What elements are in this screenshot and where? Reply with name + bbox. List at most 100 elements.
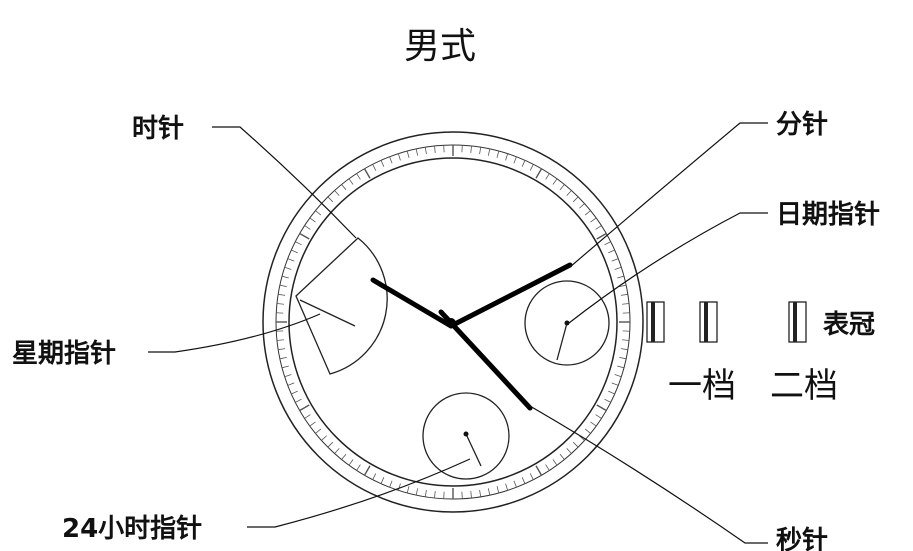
bezel-tick: [327, 441, 334, 448]
bezel-tick: [380, 477, 385, 484]
bezel-tick: [590, 217, 597, 223]
label-crown: 表冠: [823, 310, 875, 340]
bezel-tick: [529, 164, 534, 171]
bezel-tick: [596, 404, 607, 412]
bezel-tick: [389, 156, 393, 164]
date-subdial-pointer: [556, 322, 568, 361]
bezel-tick: [304, 414, 311, 419]
bezel-tick: [315, 428, 322, 434]
bezel-tick: [415, 488, 419, 496]
bezel-tick: [321, 435, 327, 441]
bezel-tick: [415, 148, 419, 156]
bezel-tick: [315, 210, 322, 216]
bezel-tick: [278, 293, 286, 296]
bezel-tick: [545, 464, 550, 471]
bezel-tick: [608, 249, 615, 254]
bezel-tick: [309, 421, 316, 427]
bezel-tick: [372, 164, 377, 171]
label-hour-hand: 时针: [132, 114, 184, 144]
bezel-tick: [545, 173, 550, 180]
bezel-tick: [579, 203, 585, 209]
bezel-tick: [380, 160, 385, 167]
bezel-tick: [389, 480, 393, 488]
label-position-one: 一档: [668, 366, 736, 406]
bezel-tick: [559, 453, 565, 460]
bezel-tick: [397, 153, 401, 161]
bezel-tick: [470, 145, 472, 153]
bezel-tick: [281, 275, 289, 279]
bezel-tick: [397, 483, 401, 491]
label-minute-hand: 分针: [776, 110, 828, 140]
bezel-tick: [406, 486, 410, 494]
bezel-tick: [327, 196, 334, 203]
bezel-tick: [284, 374, 292, 378]
bezel-tick: [595, 225, 602, 230]
date-subdial: [524, 280, 610, 366]
bezel-outer-ring: [262, 131, 644, 513]
second-hand: [438, 309, 533, 411]
bezel-tick: [604, 241, 611, 246]
crown-position-two: [788, 301, 807, 343]
weekday-hand-leader: [148, 313, 321, 353]
weekday-subdial: [295, 237, 388, 375]
bezel-tick: [304, 225, 311, 230]
label-second-hand: 秒针: [776, 526, 828, 551]
bezel-tick: [619, 284, 627, 288]
bezel-tick: [614, 374, 622, 378]
bezel-tick: [363, 465, 371, 476]
bezel-tick: [496, 486, 500, 494]
crown-position-one: [699, 301, 718, 343]
bezel-tick: [299, 404, 310, 412]
bezel-tick: [348, 459, 354, 466]
bezel-tick: [363, 168, 371, 179]
bezel-tick: [287, 382, 295, 386]
hour24-subdial: [422, 392, 510, 480]
date-hand-leader: [568, 212, 768, 324]
bezel-tick: [529, 473, 534, 480]
bezel-tick: [572, 196, 579, 203]
bezel-tick: [496, 150, 500, 158]
bezel-tick: [552, 178, 558, 185]
bezel-tick: [291, 249, 298, 254]
bezel-tick: [334, 448, 340, 454]
hour24-subdial-ring: [422, 392, 510, 480]
bezel-tick: [505, 153, 509, 161]
bezel-tick: [291, 390, 298, 395]
bezel-tick: [620, 348, 628, 351]
bezel-tick: [434, 491, 436, 499]
minute-track-ticks: [276, 145, 630, 499]
hour24-subdial-center: [463, 431, 469, 437]
bezel-tick: [611, 258, 619, 262]
bezel-tick: [341, 453, 347, 460]
second-hand-leader: [529, 405, 768, 544]
bezel-tick: [276, 339, 284, 341]
bezel-tick: [566, 448, 572, 454]
dial-face: [288, 157, 618, 487]
bezel-tick: [559, 184, 565, 191]
bezel-tick: [279, 284, 287, 288]
watch-case: [262, 131, 644, 513]
hour24-subdial-pointer: [465, 433, 482, 467]
minute-hand-leader: [569, 122, 768, 268]
bezel-tick: [278, 348, 286, 351]
bezel-tick: [295, 398, 302, 403]
bezel-tick: [479, 489, 482, 497]
bezel-tick: [521, 477, 526, 484]
date-subdial-ring: [524, 280, 610, 366]
bezel-tick: [596, 232, 607, 240]
bezel-tick: [424, 489, 427, 497]
bezel-tick: [299, 232, 310, 240]
bezel-tick: [614, 266, 622, 270]
bezel-tick: [470, 491, 472, 499]
date-subdial-center: [564, 320, 570, 326]
label-position-two: 二档: [770, 366, 838, 406]
leader-lines: [148, 122, 768, 544]
minute-hand: [448, 262, 573, 329]
bezel-tick: [535, 465, 543, 476]
bezel-tick: [622, 339, 630, 341]
bezel-tick: [295, 241, 302, 246]
bezel-tick: [535, 168, 543, 179]
bezel-tick: [309, 217, 316, 223]
bezel-tick: [372, 473, 377, 480]
